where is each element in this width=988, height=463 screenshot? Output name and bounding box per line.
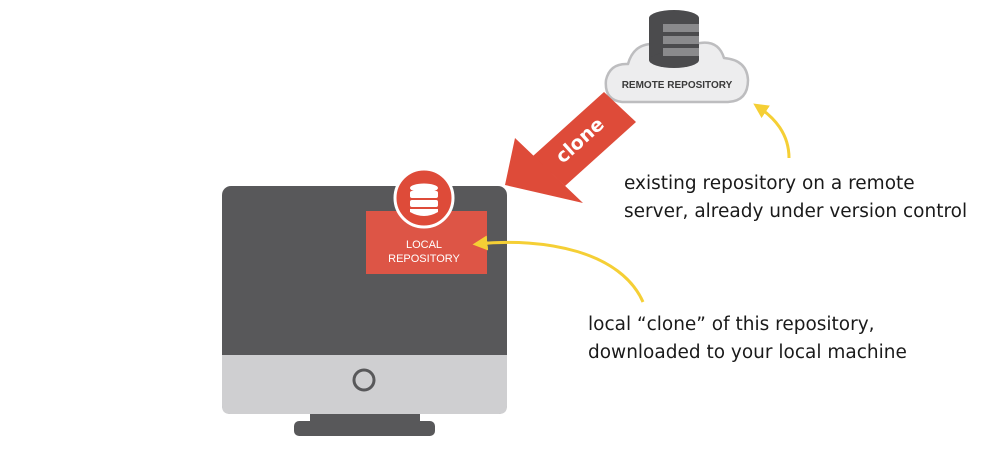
local-repository-label-line1: LOCAL [406,239,442,251]
local-repository: LOCAL REPOSITORY [366,167,487,274]
remote-repository-note: existing repository on a remote server, … [624,170,967,226]
monitor-stand [294,421,435,436]
local-repository-note: local “clone” of this repository, downlo… [588,311,907,367]
local-annotation-arrow [472,235,645,303]
remote-repository-label: REMOTE REPOSITORY [622,80,733,91]
monitor-neck [310,414,420,424]
database-icon [649,10,699,68]
arrow-shaft-icon [533,92,636,186]
remote-repository: REMOTE REPOSITORY [604,10,750,104]
local-note-line1: local “clone” of this repository, [588,314,875,335]
power-button-icon [352,368,376,392]
remote-note-line2: server, already under version control [624,201,968,222]
local-repository-label-line2: REPOSITORY [388,253,460,265]
local-note-line2: downloaded to your local machine [588,342,907,363]
database-icon [393,167,455,229]
clone-arrow: clone [505,92,636,203]
arrow-head-icon [505,138,583,203]
monitor-chin [222,355,507,414]
remote-annotation-arrow [753,103,791,159]
remote-note-line1: existing repository on a remote [624,173,915,194]
